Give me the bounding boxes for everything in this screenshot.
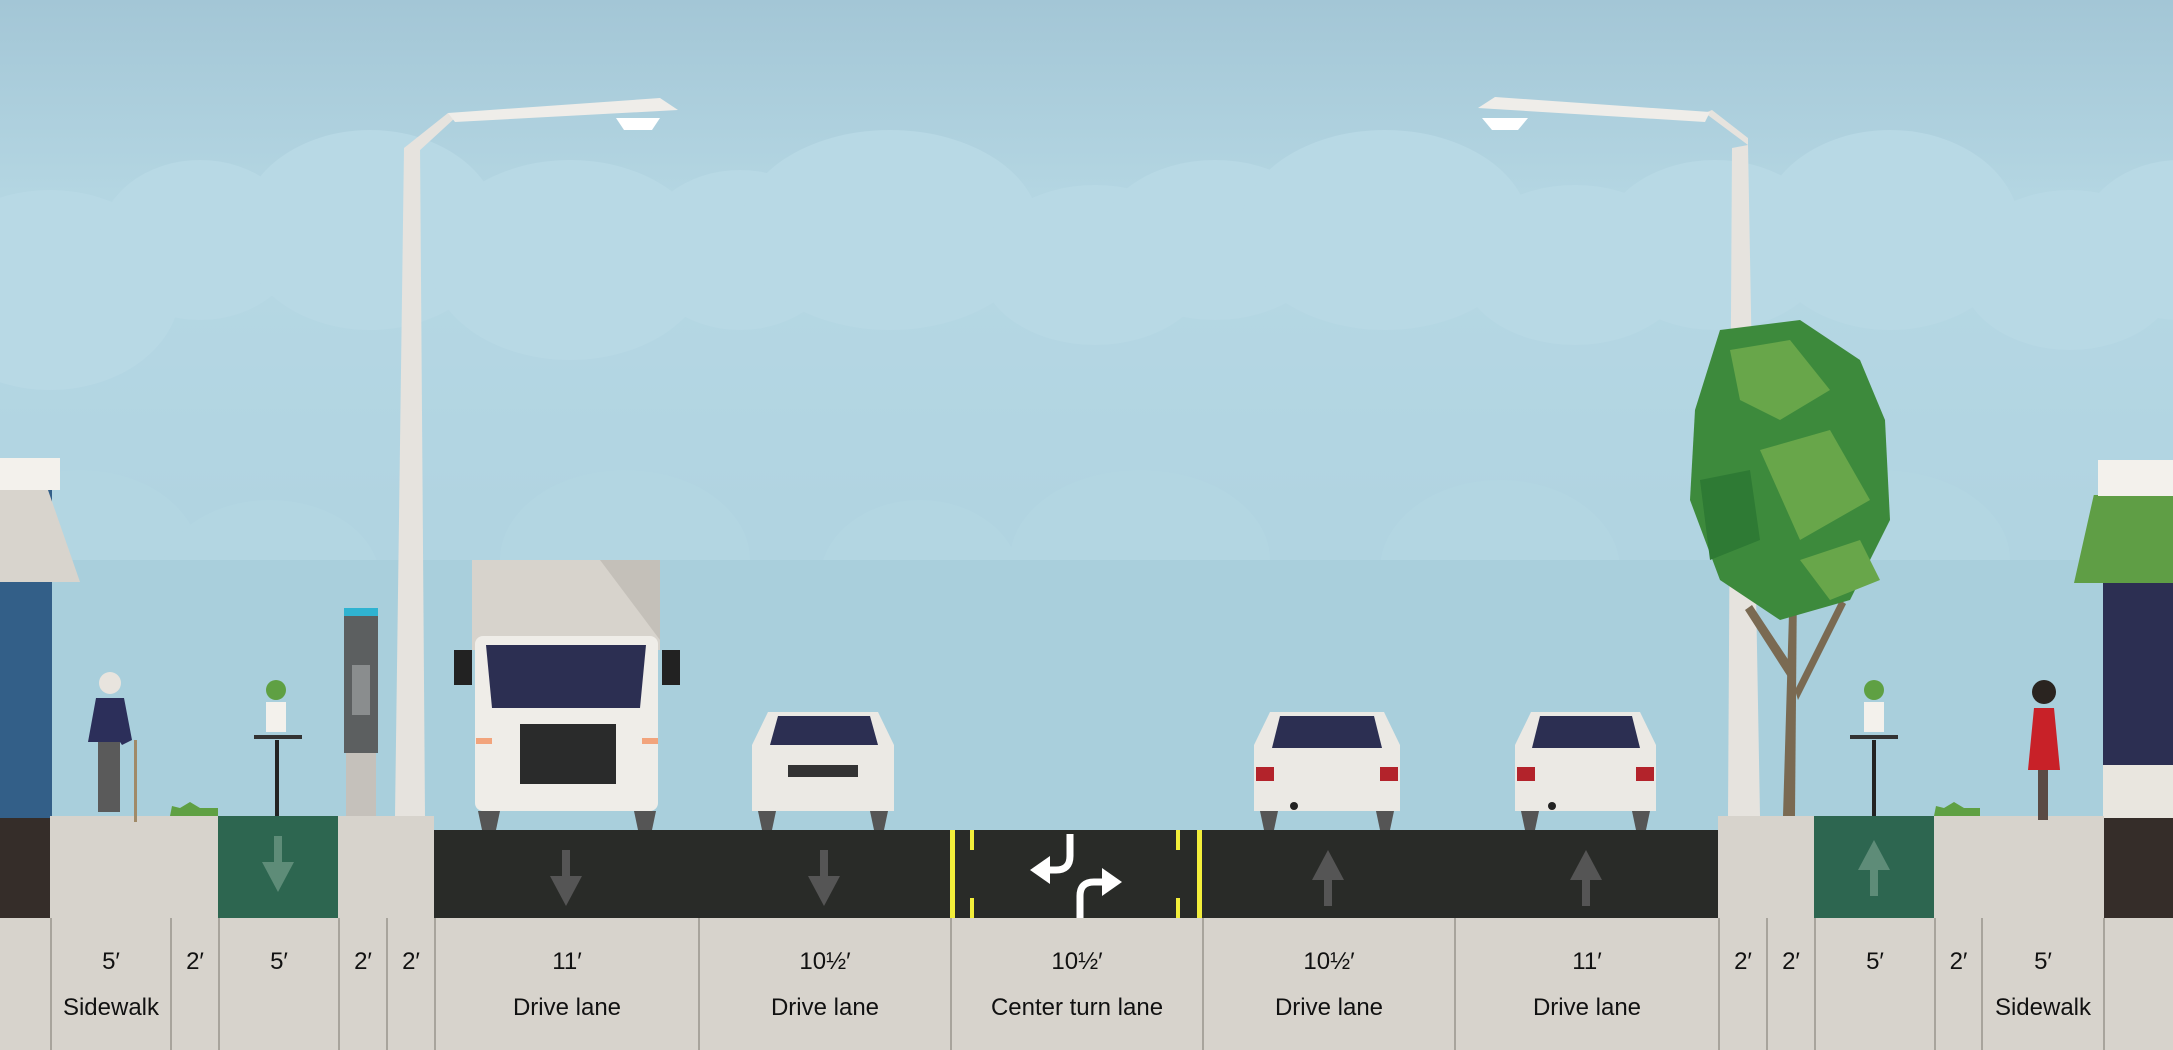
segment-width: 5′ [2034,948,2052,975]
sidewalk-right-surface [1934,816,2104,918]
yellow-dash [1176,898,1180,918]
planter-right [1934,802,1980,816]
segment-lamp-right[interactable]: 2′ [1718,918,1766,1050]
right-building-roof [2098,460,2173,496]
up-arrow-icon [1570,850,1602,906]
segment-planter-left[interactable]: 2′ [170,918,218,1050]
street-scene [88,97,2060,830]
car-northbound-1 [1254,712,1400,830]
pedestrian-woman [2028,680,2060,820]
yellow-dash [1176,830,1180,850]
segment-width: 2′ [354,948,372,975]
down-arrow-icon [550,850,582,906]
segment-bike-lane-left[interactable]: 5′ [218,918,338,1050]
yellow-dash [970,898,974,918]
sidewalk-left-surface [50,816,220,918]
left-building-roof [0,458,60,490]
segment-bikeshare[interactable]: 2′ [338,918,386,1050]
segment-drive-lane-1[interactable]: 11′ Drive lane [434,918,698,1050]
segment-width: 5′ [1866,948,1884,975]
segment-label: Drive lane [512,994,622,1021]
right-building-base [2103,818,2173,918]
left-turn-arrow-icon [1030,834,1074,884]
segment-bike-lane-right[interactable]: 5′ [1814,918,1934,1050]
segment-tree[interactable]: 2′ [1766,918,1814,1050]
segment-label: Drive lane [1274,994,1384,1021]
segment-sidewalk-right[interactable]: 5′ Sidewalk [1981,918,2103,1050]
segment-width: 11′ [552,948,582,975]
up-arrow-icon [1312,850,1344,906]
segment-label: Drive lane [1532,994,1642,1021]
tree [1690,320,1890,816]
segment-drive-lane-4[interactable]: 11′ Drive lane [1454,918,1718,1050]
segment-label: Center turn lane [990,994,1164,1021]
segment-width: 10½′ [799,948,851,975]
segment-width: 2′ [1949,948,1968,975]
segment-label: Sidewalk [62,994,160,1021]
bikeshare-kiosk [344,608,378,816]
box-truck [454,560,680,830]
left-building-base [0,818,50,918]
car-southbound [752,712,894,830]
street-lamp-left [395,98,678,816]
segment-width: 2′ [1734,948,1752,975]
buffer-right-surface [1718,816,1814,918]
yellow-dash [970,830,974,850]
segment-width: 11′ [1572,948,1602,975]
right-turn-arrow-icon [1076,868,1122,918]
segment-width: 2′ [186,948,204,975]
roadway-surface [434,830,1718,918]
right-building [2103,580,2173,765]
down-arrow-icon [808,850,840,906]
segment-planter-right[interactable]: 2′ [1934,918,1981,1050]
segment-center-turn-lane[interactable]: 10½′ Center turn lane [950,918,1202,1050]
yellow-line [950,830,955,918]
buffer-left-surface [338,816,434,918]
lane-arrows [262,834,1890,918]
segment-left-building[interactable] [0,918,50,1050]
segment-label: Sidewalk [1994,994,2092,1021]
down-arrow-icon [262,836,294,892]
cyclist-left [254,680,302,816]
up-arrow-icon [1858,840,1890,896]
car-northbound-2 [1515,712,1656,830]
segment-width: 5′ [102,948,120,975]
segment-width: 2′ [1782,948,1800,975]
segment-width: 10½′ [1051,948,1103,975]
pedestrian-with-cane [88,672,137,822]
segment-lamp-left[interactable]: 2′ [386,918,434,1050]
segment-width: 10½′ [1303,948,1355,975]
cyclist-right [1850,680,1898,816]
right-building-wall [2103,765,2173,818]
segment-sidewalk-left[interactable]: 5′ Sidewalk [50,918,170,1050]
segment-label: Drive lane [770,994,880,1021]
segment-width: 5′ [270,948,288,975]
segment-drive-lane-2[interactable]: 10½′ Drive lane [698,918,950,1050]
yellow-line [1197,830,1202,918]
segment-drive-lane-3[interactable]: 10½′ Drive lane [1202,918,1454,1050]
planter-left [170,802,218,816]
segment-width: 2′ [402,948,420,975]
segment-right-building[interactable] [2103,918,2173,1050]
